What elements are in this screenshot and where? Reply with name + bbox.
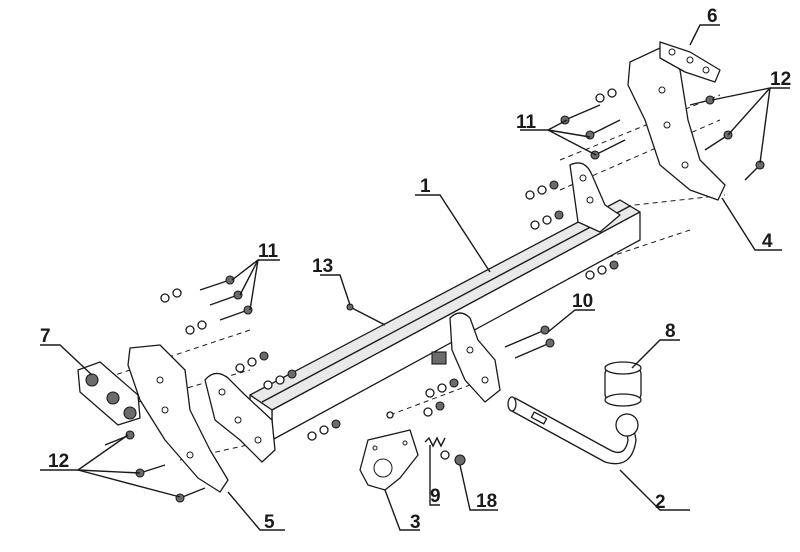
- washer-nut-stacks: [160, 88, 619, 460]
- callout-7: 7: [40, 326, 51, 347]
- left-plate: [77, 361, 141, 426]
- callout-10: 10: [572, 291, 593, 312]
- callout-labels: 1 2 3 4 5 6 7 8 9 10 11 11 12 12 13 18: [40, 6, 791, 533]
- beam-right-bracket: [569, 162, 621, 233]
- bolts-group-10: [504, 325, 555, 359]
- callout-11-left: 11: [258, 241, 279, 262]
- callout-1: 1: [420, 176, 431, 197]
- cross-beam: [249, 199, 641, 441]
- callout-12-right: 12: [770, 69, 791, 90]
- right-plate: [659, 41, 721, 83]
- callout-13: 13: [312, 256, 333, 277]
- callout-2: 2: [655, 492, 666, 513]
- ball-cap: [604, 361, 642, 407]
- leader-lines: [40, 24, 790, 531]
- callout-4: 4: [762, 231, 773, 252]
- bolts-group-11-right: [560, 104, 626, 160]
- callout-6: 6: [707, 6, 718, 27]
- ball-neck: [507, 396, 639, 465]
- callout-12-left: 12: [48, 451, 69, 472]
- callout-8: 8: [665, 321, 676, 342]
- beam-left-bracket: [204, 372, 276, 463]
- bolts-group-11-left: [199, 275, 253, 321]
- callout-3: 3: [410, 512, 421, 533]
- right-vehicle-bracket: [627, 47, 726, 201]
- callout-9: 9: [430, 486, 441, 507]
- nut: [454, 454, 466, 466]
- socket-plate: [359, 429, 419, 491]
- callout-18: 18: [476, 491, 497, 512]
- bolt-13: [346, 303, 386, 326]
- callout-5: 5: [264, 512, 275, 533]
- ball-mount-bracket: [431, 312, 501, 403]
- spring: [424, 436, 446, 448]
- callout-11-right: 11: [516, 112, 537, 133]
